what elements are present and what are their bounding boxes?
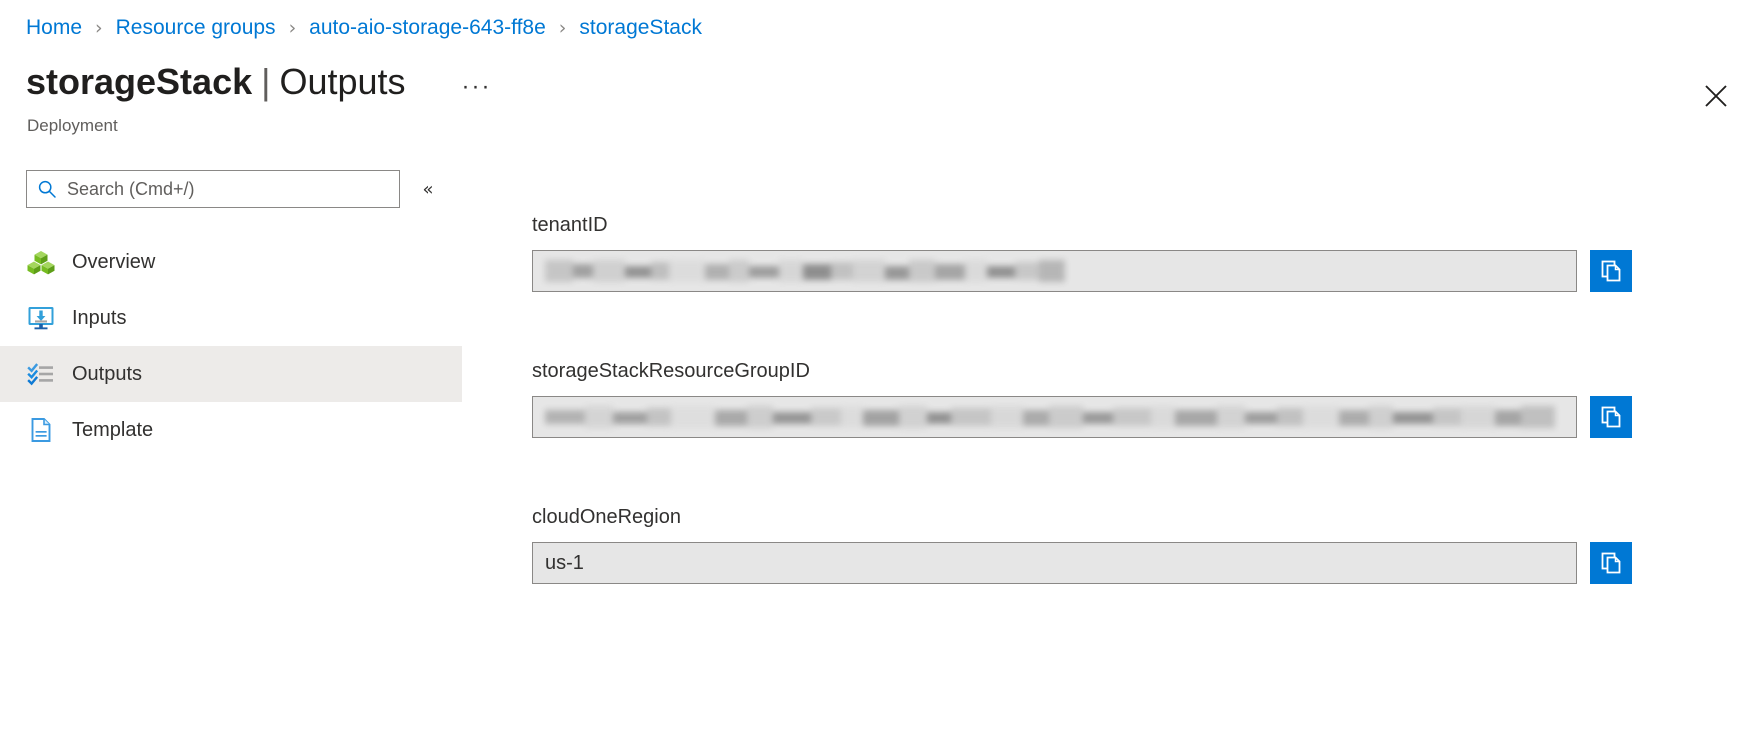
- sidebar-item-inputs[interactable]: Inputs: [0, 290, 462, 346]
- page-title-section: Outputs: [279, 61, 406, 102]
- output-value-box[interactable]: [532, 396, 1577, 438]
- copy-icon: [1601, 406, 1621, 428]
- copy-button[interactable]: [1590, 250, 1632, 292]
- cubes-icon: [26, 247, 56, 277]
- sidebar-nav: Overview Inputs: [0, 234, 462, 458]
- redacted-value: [545, 260, 1065, 282]
- output-row: [532, 250, 1632, 292]
- breadcrumb-separator: ›: [95, 17, 103, 39]
- document-icon: [26, 415, 56, 445]
- page-title-separator: |: [261, 61, 271, 102]
- breadcrumb-separator: ›: [288, 17, 297, 39]
- output-value: us-1: [545, 552, 584, 574]
- search-box[interactable]: [26, 170, 400, 208]
- more-options-button[interactable]: ···: [461, 73, 492, 100]
- redacted-value: [545, 406, 1555, 428]
- search-icon: [37, 179, 57, 199]
- sidebar-item-outputs[interactable]: Outputs: [0, 346, 462, 402]
- sidebar: « Ove: [0, 160, 462, 730]
- sidebar-item-label: Outputs: [72, 363, 143, 385]
- breadcrumb: Home › Resource groups › auto-aio-storag…: [26, 14, 702, 42]
- output-value-box[interactable]: [532, 250, 1577, 292]
- sidebar-item-overview[interactable]: Overview: [0, 234, 462, 290]
- output-field-tenantid: tenantID: [532, 212, 1632, 292]
- output-label: cloudOneRegion: [532, 506, 681, 528]
- sidebar-collapse-button[interactable]: «: [412, 174, 444, 206]
- output-row: [532, 396, 1632, 438]
- close-button[interactable]: [1692, 72, 1740, 120]
- output-value-box[interactable]: us-1: [532, 542, 1577, 584]
- outputs-panel: tenantID: [462, 160, 1764, 730]
- copy-button[interactable]: [1590, 396, 1632, 438]
- output-field-cloudoneregion: cloudOneRegion us-1: [532, 504, 1632, 584]
- copy-button[interactable]: [1590, 542, 1632, 584]
- checklist-icon: [26, 359, 56, 389]
- sidebar-item-label: Overview: [72, 251, 156, 273]
- monitor-download-icon: [26, 303, 56, 333]
- breadcrumb-item-storagestack[interactable]: storageStack: [579, 16, 702, 39]
- copy-icon: [1601, 260, 1621, 282]
- sidebar-item-label: Template: [72, 419, 154, 441]
- close-icon: [1705, 85, 1727, 107]
- output-label: tenantID: [532, 214, 608, 236]
- page-subtitle: Deployment: [27, 116, 118, 135]
- output-row: us-1: [532, 542, 1632, 584]
- page-title-resource: storageStack: [26, 61, 253, 102]
- sidebar-item-template[interactable]: Template: [0, 402, 462, 458]
- output-field-storagestackresourcegroupid: storageStackResourceGroupID: [532, 358, 1632, 438]
- copy-icon: [1601, 552, 1621, 574]
- breadcrumb-item-home[interactable]: Home: [26, 16, 83, 39]
- output-label: storageStackResourceGroupID: [532, 360, 810, 382]
- search-input[interactable]: [67, 171, 367, 207]
- sidebar-item-label: Inputs: [72, 307, 127, 329]
- collapse-chevron-icon: «: [422, 179, 434, 200]
- page-title: storageStack | Outputs ···: [26, 58, 500, 106]
- breadcrumb-item-resource-groups[interactable]: Resource groups: [115, 16, 276, 39]
- breadcrumb-item-resource-group[interactable]: auto-aio-storage-643-ff8e: [309, 16, 546, 39]
- breadcrumb-separator: ›: [558, 17, 567, 39]
